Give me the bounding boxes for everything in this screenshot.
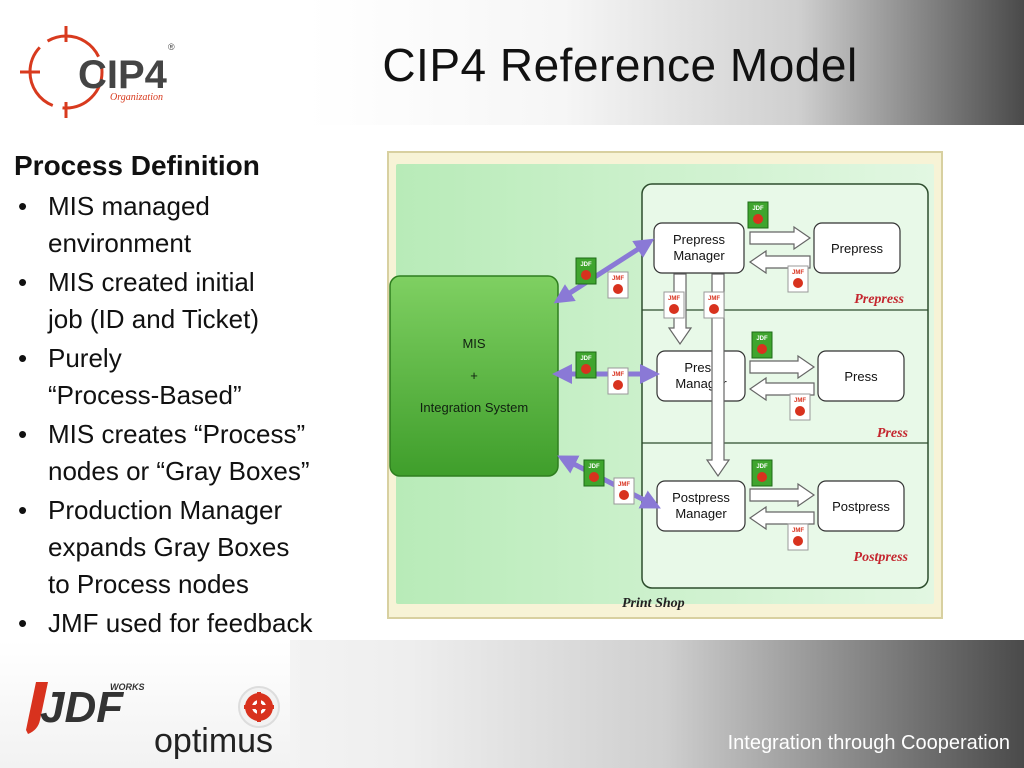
section-label-press: Press: [877, 426, 909, 441]
jmf-document-icon: JMF: [787, 265, 809, 293]
slide-title: CIP4 Reference Model: [382, 39, 858, 91]
bullet-dot: •: [18, 343, 28, 373]
jdf-icon-label: JDF: [752, 206, 764, 212]
jdf-document-icon: JDF: [575, 351, 597, 379]
optimus-logo-icon: [238, 686, 280, 728]
jmf-document-icon: JMF: [607, 367, 629, 395]
jdf-works-logo: JDF WORKS: [26, 682, 145, 734]
jmf-icon-label: JMF: [668, 296, 680, 302]
bullet-dot: •: [18, 495, 28, 525]
mis-label: MIS: [462, 336, 485, 351]
document-icons: JDF JDF JMF JMF JMF JMF JDF JDF JMF JMF JDF JDF JMF J…: [575, 201, 811, 551]
bullet-item: • MIS created initial job (ID and Ticket): [14, 264, 386, 338]
bullet-list: • MIS managed environment • MIS created init…: [14, 188, 386, 642]
jdf-document-icon: JDF: [751, 331, 773, 359]
bullet-line: MIS creates “Process”: [48, 419, 306, 449]
cip4-logo: CIP4 ® Organization: [18, 22, 188, 122]
postpress-process-label: Postpress: [832, 499, 890, 514]
mis-integration-label: Integration System: [420, 400, 528, 415]
mis-plus: +: [470, 368, 478, 383]
press-manager-box: Press Manager: [656, 350, 746, 402]
reference-model-diagram: Print Shop MIS + Integration System Prep…: [387, 151, 943, 619]
prepress-manager-line1: Prepress: [673, 232, 726, 247]
bullet-line: job (ID and Ticket): [48, 304, 259, 334]
jdf-icon-label: JDF: [588, 464, 600, 470]
bullet-dot: •: [18, 267, 28, 297]
bullet-line: expands Gray Boxes: [48, 532, 290, 562]
jmf-icon-label: JMF: [708, 296, 720, 302]
jmf-icon-label: JMF: [794, 398, 806, 404]
prepress-process-label: Prepress: [831, 241, 884, 256]
section-label-postpress: Postpress: [854, 550, 909, 565]
jdf-icon-label: JDF: [756, 336, 768, 342]
jmf-document-icon: JMF: [789, 393, 811, 421]
jmf-icon-label: JMF: [618, 482, 630, 488]
jmf-icon-label: JMF: [612, 372, 624, 378]
cip4-logo-mark: CIP4 ® Organization: [20, 26, 175, 118]
section-label-prepress: Prepress: [854, 292, 904, 307]
jdf-logo-text: JDF: [40, 683, 124, 732]
jmf-icon-label: JMF: [792, 270, 804, 276]
jmf-document-icon: JMF: [703, 291, 725, 319]
works-logo-text: WORKS: [110, 682, 145, 692]
jdf-document-icon: JDF: [747, 201, 769, 229]
jdf-document-icon: JDF: [751, 459, 773, 487]
jmf-document-icon: JMF: [613, 477, 635, 505]
footer-tagline: Integration through Cooperation: [727, 732, 1010, 754]
bullet-item: • MIS managed environment: [14, 188, 386, 262]
logo-reg-mark: ®: [168, 42, 175, 52]
prepress-manager-line2: Manager: [673, 248, 725, 263]
postpress-process-box: Postpress: [817, 480, 905, 532]
section-heading: Process Definition: [14, 150, 260, 181]
press-process-box: Press: [817, 350, 905, 402]
postpress-manager-line2: Manager: [675, 506, 727, 521]
bullet-line: “Process-Based”: [48, 380, 242, 410]
bullet-item: • Purely “Process-Based”: [14, 340, 386, 414]
postpress-manager-box: Postpress Manager: [656, 480, 746, 532]
bullet-line: MIS created initial: [48, 267, 255, 297]
jmf-icon-label: JMF: [612, 276, 624, 282]
jmf-document-icon: JMF: [787, 523, 809, 551]
print-shop-label: Print Shop: [622, 596, 685, 611]
jmf-icon-label: JMF: [792, 528, 804, 534]
bullet-line: JMF used for feedback: [48, 608, 313, 638]
process-definition-panel: Process Definition • MIS managed environme…: [14, 150, 386, 644]
jmf-document-icon: JMF: [607, 271, 629, 299]
bullet-dot: •: [18, 608, 28, 638]
bullet-dot: •: [18, 419, 28, 449]
jdf-document-icon: JDF: [575, 257, 597, 285]
bullet-line: MIS managed: [48, 191, 210, 221]
bullet-line: nodes or “Gray Boxes”: [48, 456, 310, 486]
press-manager-line1: Press: [684, 360, 718, 375]
bullet-item: • MIS creates “Process” nodes or “Gray Box…: [14, 416, 386, 490]
jmf-document-icon: JMF: [663, 291, 685, 319]
press-process-label: Press: [844, 369, 878, 384]
optimus-wordmark: optimus: [154, 722, 274, 760]
jdf-icon-label: JDF: [756, 464, 768, 470]
logo-subtext: Organization: [110, 92, 163, 103]
bullet-line: environment: [48, 228, 192, 258]
jdf-document-icon: JDF: [583, 459, 605, 487]
bullet-line: Purely: [48, 343, 122, 373]
postpress-manager-line1: Postpress: [672, 490, 730, 505]
prepress-process-box: Prepress: [813, 222, 901, 274]
bullet-item: • Production Manager expands Gray Boxes to …: [14, 492, 386, 603]
jdf-icon-label: JDF: [580, 356, 592, 362]
bullet-line: Production Manager: [48, 495, 283, 525]
jdf-icon-label: JDF: [580, 262, 592, 268]
title-bar: [0, 0, 1024, 125]
bullet-item: • JMF used for feedback: [14, 605, 386, 642]
bullet-dot: •: [18, 191, 28, 221]
prepress-manager-box: Prepress Manager: [653, 222, 745, 274]
logo-text: CIP4: [78, 53, 168, 97]
bullet-line: to Process nodes: [48, 569, 249, 599]
